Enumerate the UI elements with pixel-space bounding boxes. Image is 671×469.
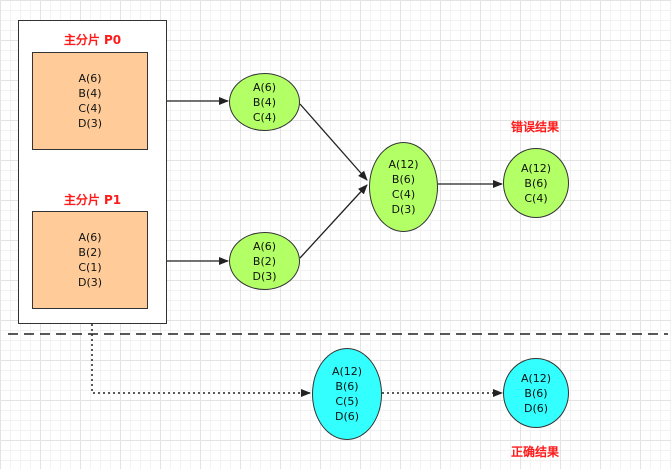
node-line: B(6) (524, 386, 548, 400)
shard-p1-title: 主分片 P1 (63, 193, 122, 207)
node-line: D(3) (252, 269, 277, 283)
shard-p1-line: A(6) (78, 231, 102, 244)
shard-p1-box: A(6) B(2) C(1) D(3) (32, 211, 148, 309)
correct-result-label: 正确结果 (510, 445, 559, 459)
node-line: C(4) (524, 191, 548, 205)
node-p0-top: A(6) B(4) C(4) (229, 73, 300, 131)
shard-p0-line: A(6) (78, 72, 102, 85)
node-line: A(12) (331, 365, 363, 378)
node-line: B(4) (252, 95, 277, 109)
node-line: D(6) (523, 401, 549, 415)
node-line: D(6) (334, 410, 360, 423)
node-line: D(3) (391, 203, 416, 216)
arrow-node1-to-merge (299, 103, 368, 181)
arrow-node2-to-merge (299, 184, 368, 259)
node-line: A(6) (252, 239, 277, 253)
node-line: C(5) (335, 395, 359, 408)
node-line: B(2) (252, 254, 277, 268)
node-p1-top: A(6) B(2) D(3) (229, 232, 300, 290)
node-line: A(6) (252, 80, 277, 94)
node-wrong-result: A(12) B(6) C(4) (503, 148, 569, 218)
node-line: A(12) (520, 371, 552, 385)
node-line: A(12) (388, 158, 419, 171)
shard-p1-line: B(2) (78, 246, 102, 259)
shard-p0-box: A(6) B(4) C(4) D(3) (32, 52, 148, 150)
node-line: C(4) (391, 188, 416, 201)
node-line: C(4) (252, 110, 277, 124)
node-merge: A(12) B(6) C(4) D(3) (369, 142, 438, 232)
wrong-result-label: 错误结果 (510, 120, 559, 134)
node-line: B(6) (335, 380, 359, 393)
shard-p1-line: D(3) (77, 276, 103, 289)
node-full-aggregate: A(12) B(6) C(5) D(6) (312, 348, 382, 440)
shard-p0-title: 主分片 P0 (63, 33, 122, 47)
node-line: A(12) (520, 161, 552, 175)
shard-p0-line: B(4) (78, 87, 102, 100)
shard-p0-line: C(4) (78, 102, 102, 115)
shard-p1-line: C(1) (78, 261, 102, 274)
node-line: B(6) (391, 173, 416, 186)
node-correct-result: A(12) B(6) D(6) (503, 358, 569, 428)
node-line: B(6) (524, 176, 548, 190)
shard-p0-line: D(3) (77, 117, 103, 130)
